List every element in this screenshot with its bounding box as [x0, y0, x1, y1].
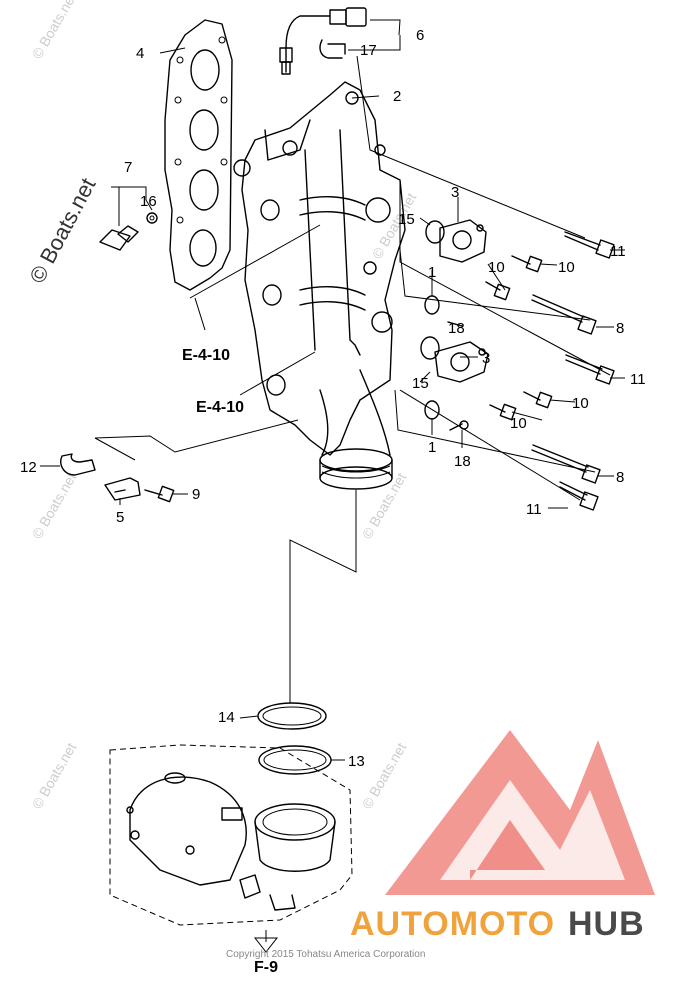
- label-part-15-bottom: 15: [412, 375, 429, 392]
- logo-text-automoto: AUTOMOTO: [350, 905, 555, 943]
- watermark-faint-6: © Boats.net: [359, 740, 410, 812]
- leader-lines: [40, 19, 625, 953]
- label-part-3-top: 3: [451, 184, 459, 201]
- watermark-faint-3: © Boats.net: [29, 470, 80, 542]
- label-part-16: 16: [140, 193, 157, 210]
- flange-parts-3: [420, 219, 489, 420]
- reference-labels: E-4-10 E-4-10 F-9 Copyright 2015 Tohatsu…: [182, 347, 425, 976]
- label-part-5: 5: [116, 509, 124, 526]
- clamp-bracket-parts: [60, 453, 141, 501]
- sensor-part-7: [99, 212, 158, 251]
- label-part-6: 6: [416, 27, 424, 44]
- logo-text-hub: HUB: [568, 905, 645, 943]
- bolts: [144, 231, 615, 511]
- label-part-10-a: 10: [488, 259, 505, 276]
- label-part-14: 14: [218, 709, 235, 726]
- housing-assembly: [109, 744, 353, 926]
- sensor-part-6: [279, 7, 367, 75]
- gasket-part-4: [164, 19, 233, 291]
- label-part-1-top: 1: [428, 264, 436, 281]
- label-part-13: 13: [348, 753, 365, 770]
- label-part-1-bottom: 1: [428, 439, 436, 456]
- ref-e-4-10-top: E-4-10: [182, 347, 230, 364]
- label-part-11-top: 11: [610, 243, 626, 260]
- watermark-faint-5: © Boats.net: [29, 740, 80, 812]
- label-part-18-top: 18: [448, 320, 465, 337]
- manifold-part-2: [233, 81, 406, 490]
- label-part-10-c: 10: [572, 395, 589, 412]
- label-part-7: 7: [124, 159, 132, 176]
- label-part-12: 12: [20, 459, 37, 476]
- watermark-main: © Boats.net: [24, 174, 100, 288]
- label-part-8-top: 8: [616, 320, 624, 337]
- label-part-18-bottom: 18: [454, 453, 471, 470]
- label-part-3-bottom: 3: [482, 350, 490, 367]
- label-part-10-d: 10: [510, 415, 527, 432]
- label-part-2: 2: [393, 88, 401, 105]
- copyright-text: Copyright 2015 Tohatsu America Corporati…: [226, 949, 425, 960]
- o-rings: [257, 702, 332, 775]
- label-part-4: 4: [136, 45, 144, 62]
- label-part-9: 9: [192, 486, 200, 503]
- ref-f-9: F-9: [254, 959, 278, 976]
- label-part-11-mid: 11: [630, 371, 646, 388]
- watermark-faint-1: © Boats.net: [29, 0, 80, 62]
- watermark-faint-4: © Boats.net: [359, 470, 410, 542]
- label-part-8-bottom: 8: [616, 469, 624, 486]
- ref-e-4-10-bottom: E-4-10: [196, 399, 244, 416]
- label-part-17: 17: [360, 42, 377, 59]
- label-part-15-top: 15: [398, 211, 415, 228]
- label-part-10-b: 10: [558, 259, 575, 276]
- automotohub-logo: AUTOMOTO HUB: [350, 730, 655, 943]
- label-part-11-bottom: 11: [526, 501, 542, 518]
- part-labels: 4 2 6 17 7 16 3 15 11 10 10 1 18 8 3 15 …: [20, 27, 646, 770]
